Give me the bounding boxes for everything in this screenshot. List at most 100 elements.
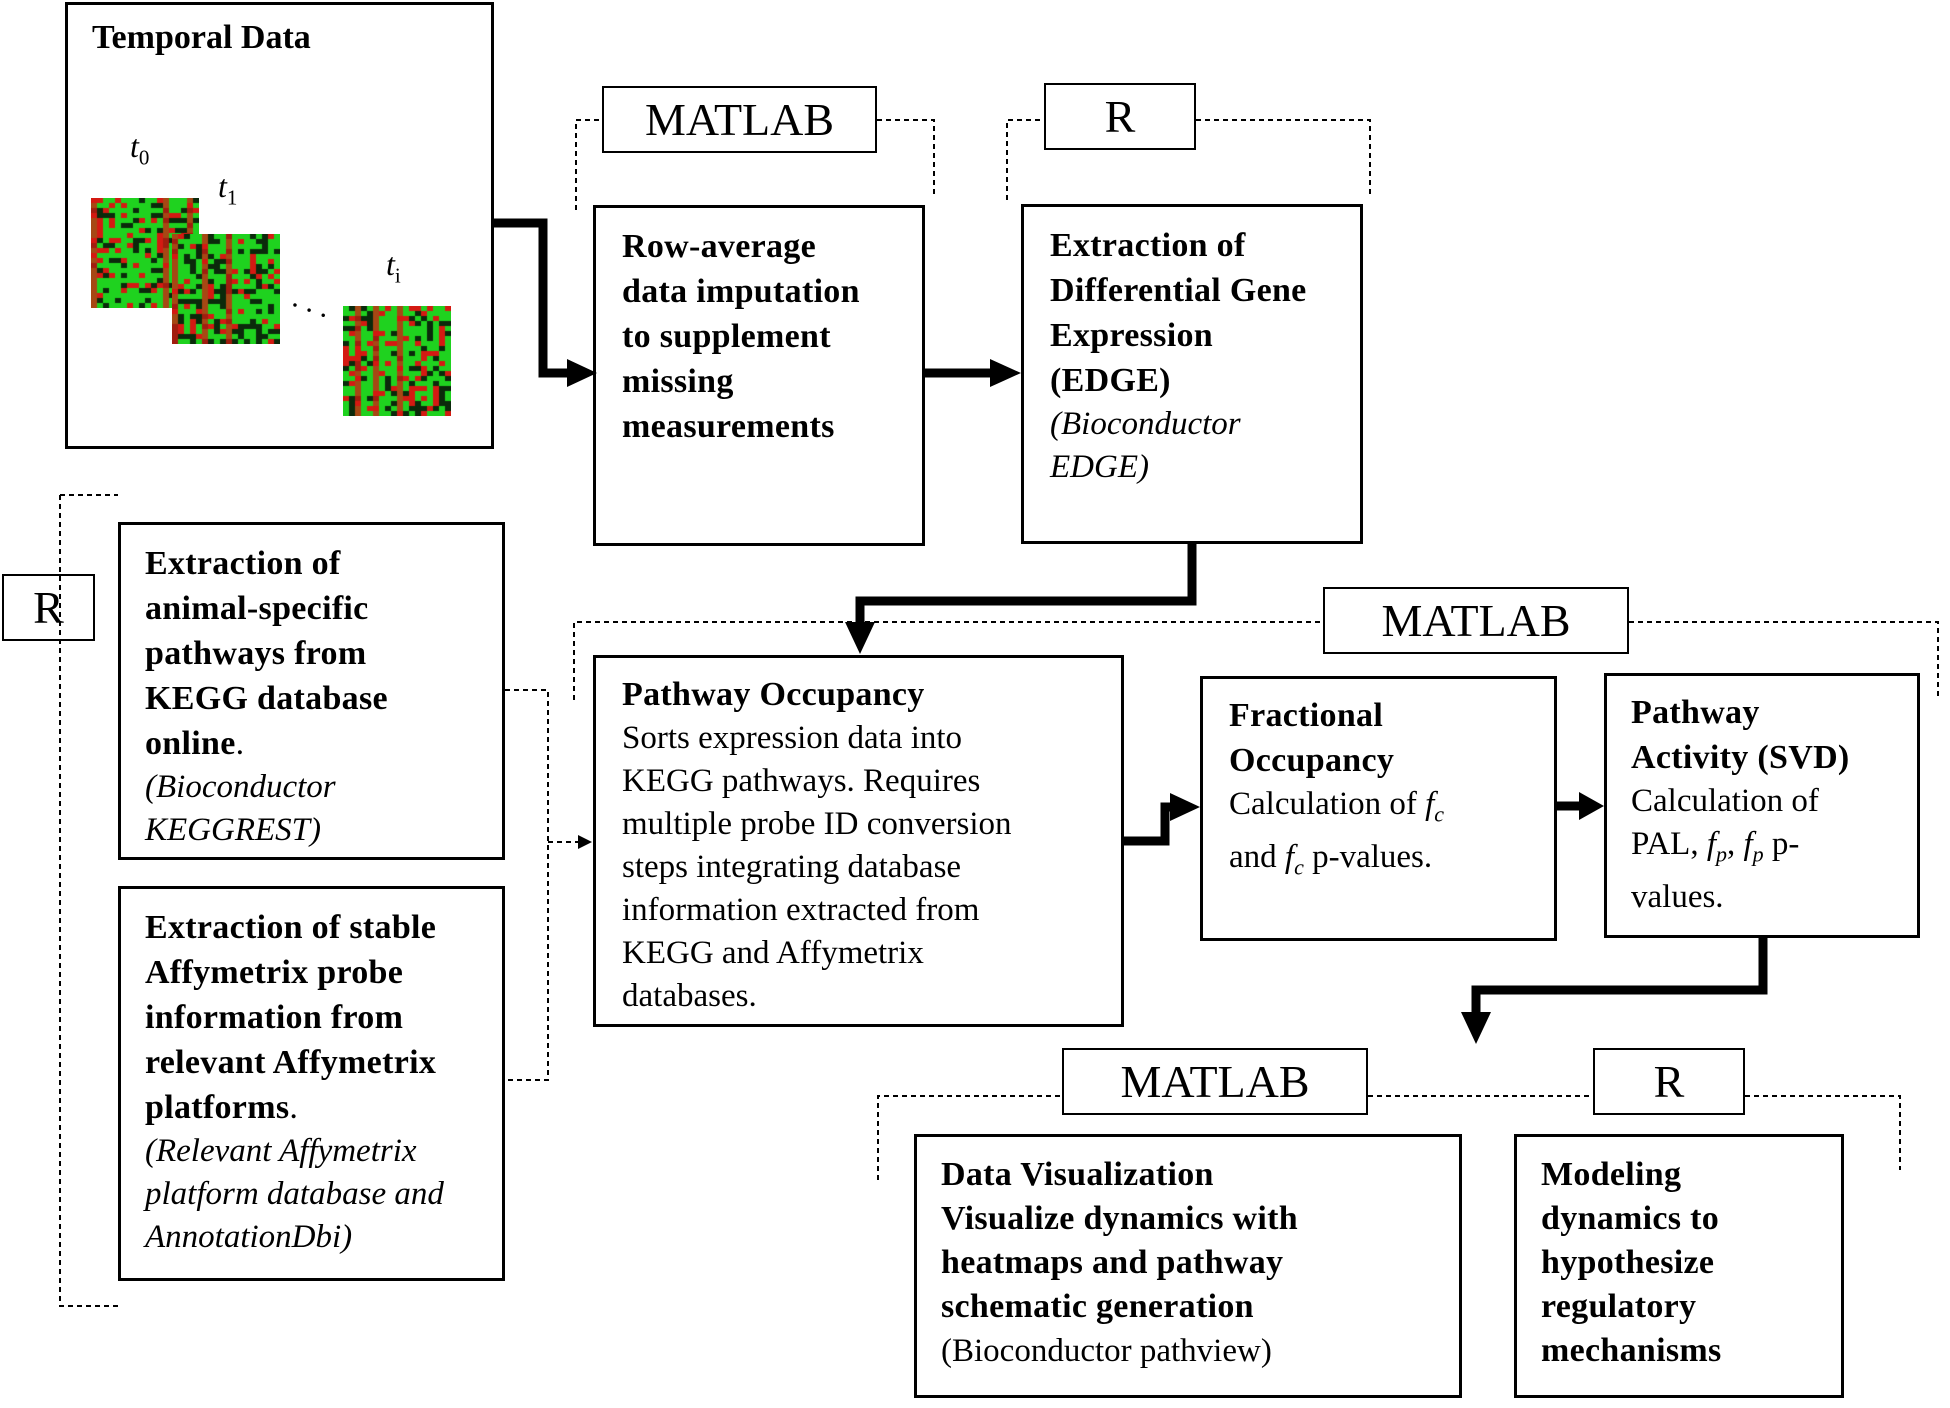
arrowhead-3 — [845, 622, 875, 654]
occupancy-line1: Sorts expression data into — [622, 720, 963, 756]
activity-title2: Activity (SVD) — [1631, 739, 1850, 776]
kegg-line1: Extraction of — [145, 545, 341, 582]
visualization-line4: (Bioconductor pathview) — [941, 1333, 1272, 1369]
kegg-line4: KEGG database — [145, 680, 388, 717]
t0-label: t0 — [130, 128, 149, 170]
pathway-activity-box: Pathway Activity (SVD) Calculation of PA… — [1604, 673, 1920, 938]
fc-subscript-2: c — [1294, 854, 1304, 880]
affy-line4: relevant Affymetrix — [145, 1044, 437, 1081]
ti-symbol: t — [386, 246, 395, 282]
pathway-occupancy-box: Pathway Occupancy Sorts expression data … — [593, 655, 1124, 1027]
t0-symbol: t — [130, 128, 139, 164]
matlab-label-mid: MATLAB — [1323, 587, 1629, 654]
occupancy-line5: information extracted from — [622, 892, 980, 928]
fp-subscript-1: p — [1716, 841, 1727, 867]
occupancy-line6: KEGG and Affymetrix — [622, 935, 924, 971]
r-label-top: R — [1044, 83, 1196, 150]
modeling-box: Modeling dynamics to hypothesize regulat… — [1514, 1134, 1844, 1398]
visualization-line1: Visualize dynamics with — [941, 1200, 1298, 1237]
r-label-left-text: R — [33, 582, 64, 633]
bottom-bracket — [877, 1095, 1901, 1180]
activity-line1: Calculation of — [1631, 783, 1819, 819]
merge-arrowhead — [578, 835, 592, 849]
fp-symbol-2: f — [1743, 826, 1753, 862]
heatmap-t1 — [172, 234, 280, 344]
kegg-line5: online — [145, 725, 236, 762]
arrow-occupancy-to-fractional — [1124, 802, 1175, 846]
kegg-line3: pathways from — [145, 635, 367, 672]
affy-note3: AnnotationDbi) — [145, 1219, 353, 1255]
imputation-line2: data imputation — [622, 273, 860, 310]
matlab-mid-bracket — [573, 621, 1939, 700]
activity-line2-post: p- — [1771, 826, 1800, 862]
arrow-edge-to-occupancy — [855, 544, 1197, 626]
fc-symbol-2: f — [1284, 838, 1295, 875]
kegg-line5-period: . — [235, 725, 245, 762]
fc-symbol-1: f — [1425, 786, 1435, 822]
affy-note2: platform database and — [145, 1176, 444, 1212]
modeling-line4: regulatory — [1541, 1288, 1697, 1325]
r-label-left: R — [2, 574, 95, 641]
modeling-line3: hypothesize — [1541, 1244, 1715, 1281]
kegg-note1: (Bioconductor — [145, 769, 336, 805]
ti-subscript: i — [394, 263, 401, 288]
t1-subscript: 1 — [226, 185, 238, 210]
edge-line4: (EDGE) — [1050, 362, 1171, 399]
fractional-line2: and fc p-values. — [1229, 836, 1538, 889]
occupancy-line3: multiple probe ID conversion — [622, 806, 1012, 842]
arrow-temporal-to-imputation — [494, 218, 570, 378]
imputation-line4: missing — [622, 363, 734, 400]
fractional-occupancy-box: Fractional Occupancy Calculation of fc a… — [1200, 676, 1557, 941]
t1-symbol: t — [218, 168, 227, 204]
affy-note1: (Relevant Affymetrix — [145, 1133, 417, 1169]
arrowhead-2 — [990, 359, 1021, 387]
data-visualization-box: Data Visualization Visualize dynamics wi… — [914, 1134, 1462, 1398]
fp-symbol-1: f — [1706, 826, 1716, 862]
t0-subscript: 0 — [138, 145, 150, 170]
kegg-line2: animal-specific — [145, 590, 369, 627]
t1-label: t1 — [218, 168, 237, 210]
edge-line2: Differential Gene — [1050, 272, 1307, 309]
matlab-label-top-text: MATLAB — [644, 94, 835, 145]
r-left-bracket — [59, 494, 118, 1307]
affy-line2: Affymetrix probe — [145, 954, 404, 991]
fp-subscript-2: p — [1752, 841, 1764, 867]
r-top-bracket — [1006, 119, 1371, 200]
visualization-line2: heatmaps and pathway — [941, 1244, 1284, 1281]
occupancy-line7: databases. — [622, 978, 757, 1014]
edge-line3: Expression — [1050, 317, 1213, 354]
activity-title1: Pathway — [1631, 694, 1760, 731]
edge-note2: EDGE) — [1050, 449, 1149, 485]
r-label-bottom-text: R — [1653, 1056, 1685, 1107]
activity-line3: values. — [1631, 878, 1724, 915]
fractional-title1: Fractional — [1229, 697, 1384, 734]
fractional-title2: Occupancy — [1229, 742, 1395, 779]
affymetrix-box: Extraction of stable Affymetrix probe in… — [118, 886, 505, 1281]
matlab-label-mid-text: MATLAB — [1381, 595, 1571, 646]
fractional-line1: Calculation of fc — [1229, 783, 1538, 836]
imputation-line3: to supplement — [622, 318, 831, 355]
edge-note1: (Bioconductor — [1050, 406, 1241, 442]
edge-line1: Extraction of — [1050, 227, 1246, 264]
imputation-box: Row-average data imputation to supplemen… — [593, 205, 925, 546]
matlab-label-top: MATLAB — [602, 86, 877, 153]
kegg-box: Extraction of animal-specific pathways f… — [118, 522, 505, 860]
fractional-line2-post: p-values. — [1312, 838, 1433, 875]
kegg-note2: KEGGREST) — [145, 812, 321, 848]
occupancy-line2: KEGG pathways. Requires — [622, 763, 981, 799]
imputation-line1: Row-average — [622, 228, 817, 265]
modeling-line1: Modeling — [1541, 1156, 1682, 1193]
heatmap-ti — [343, 306, 451, 416]
r-label-bottom: R — [1593, 1048, 1745, 1115]
visualization-title: Data Visualization — [941, 1156, 1214, 1193]
arrowhead-4 — [1170, 793, 1200, 821]
occupancy-title: Pathway Occupancy — [622, 676, 925, 713]
fractional-line2-pre: and — [1229, 838, 1277, 875]
affy-line1: Extraction of stable — [145, 909, 437, 946]
fc-subscript-1: c — [1434, 801, 1445, 827]
arrowhead-5 — [1579, 792, 1604, 820]
imputation-line5: measurements — [622, 408, 835, 445]
temporal-data-title: Temporal Data — [92, 19, 311, 56]
modeling-line2: dynamics to — [1541, 1200, 1720, 1237]
